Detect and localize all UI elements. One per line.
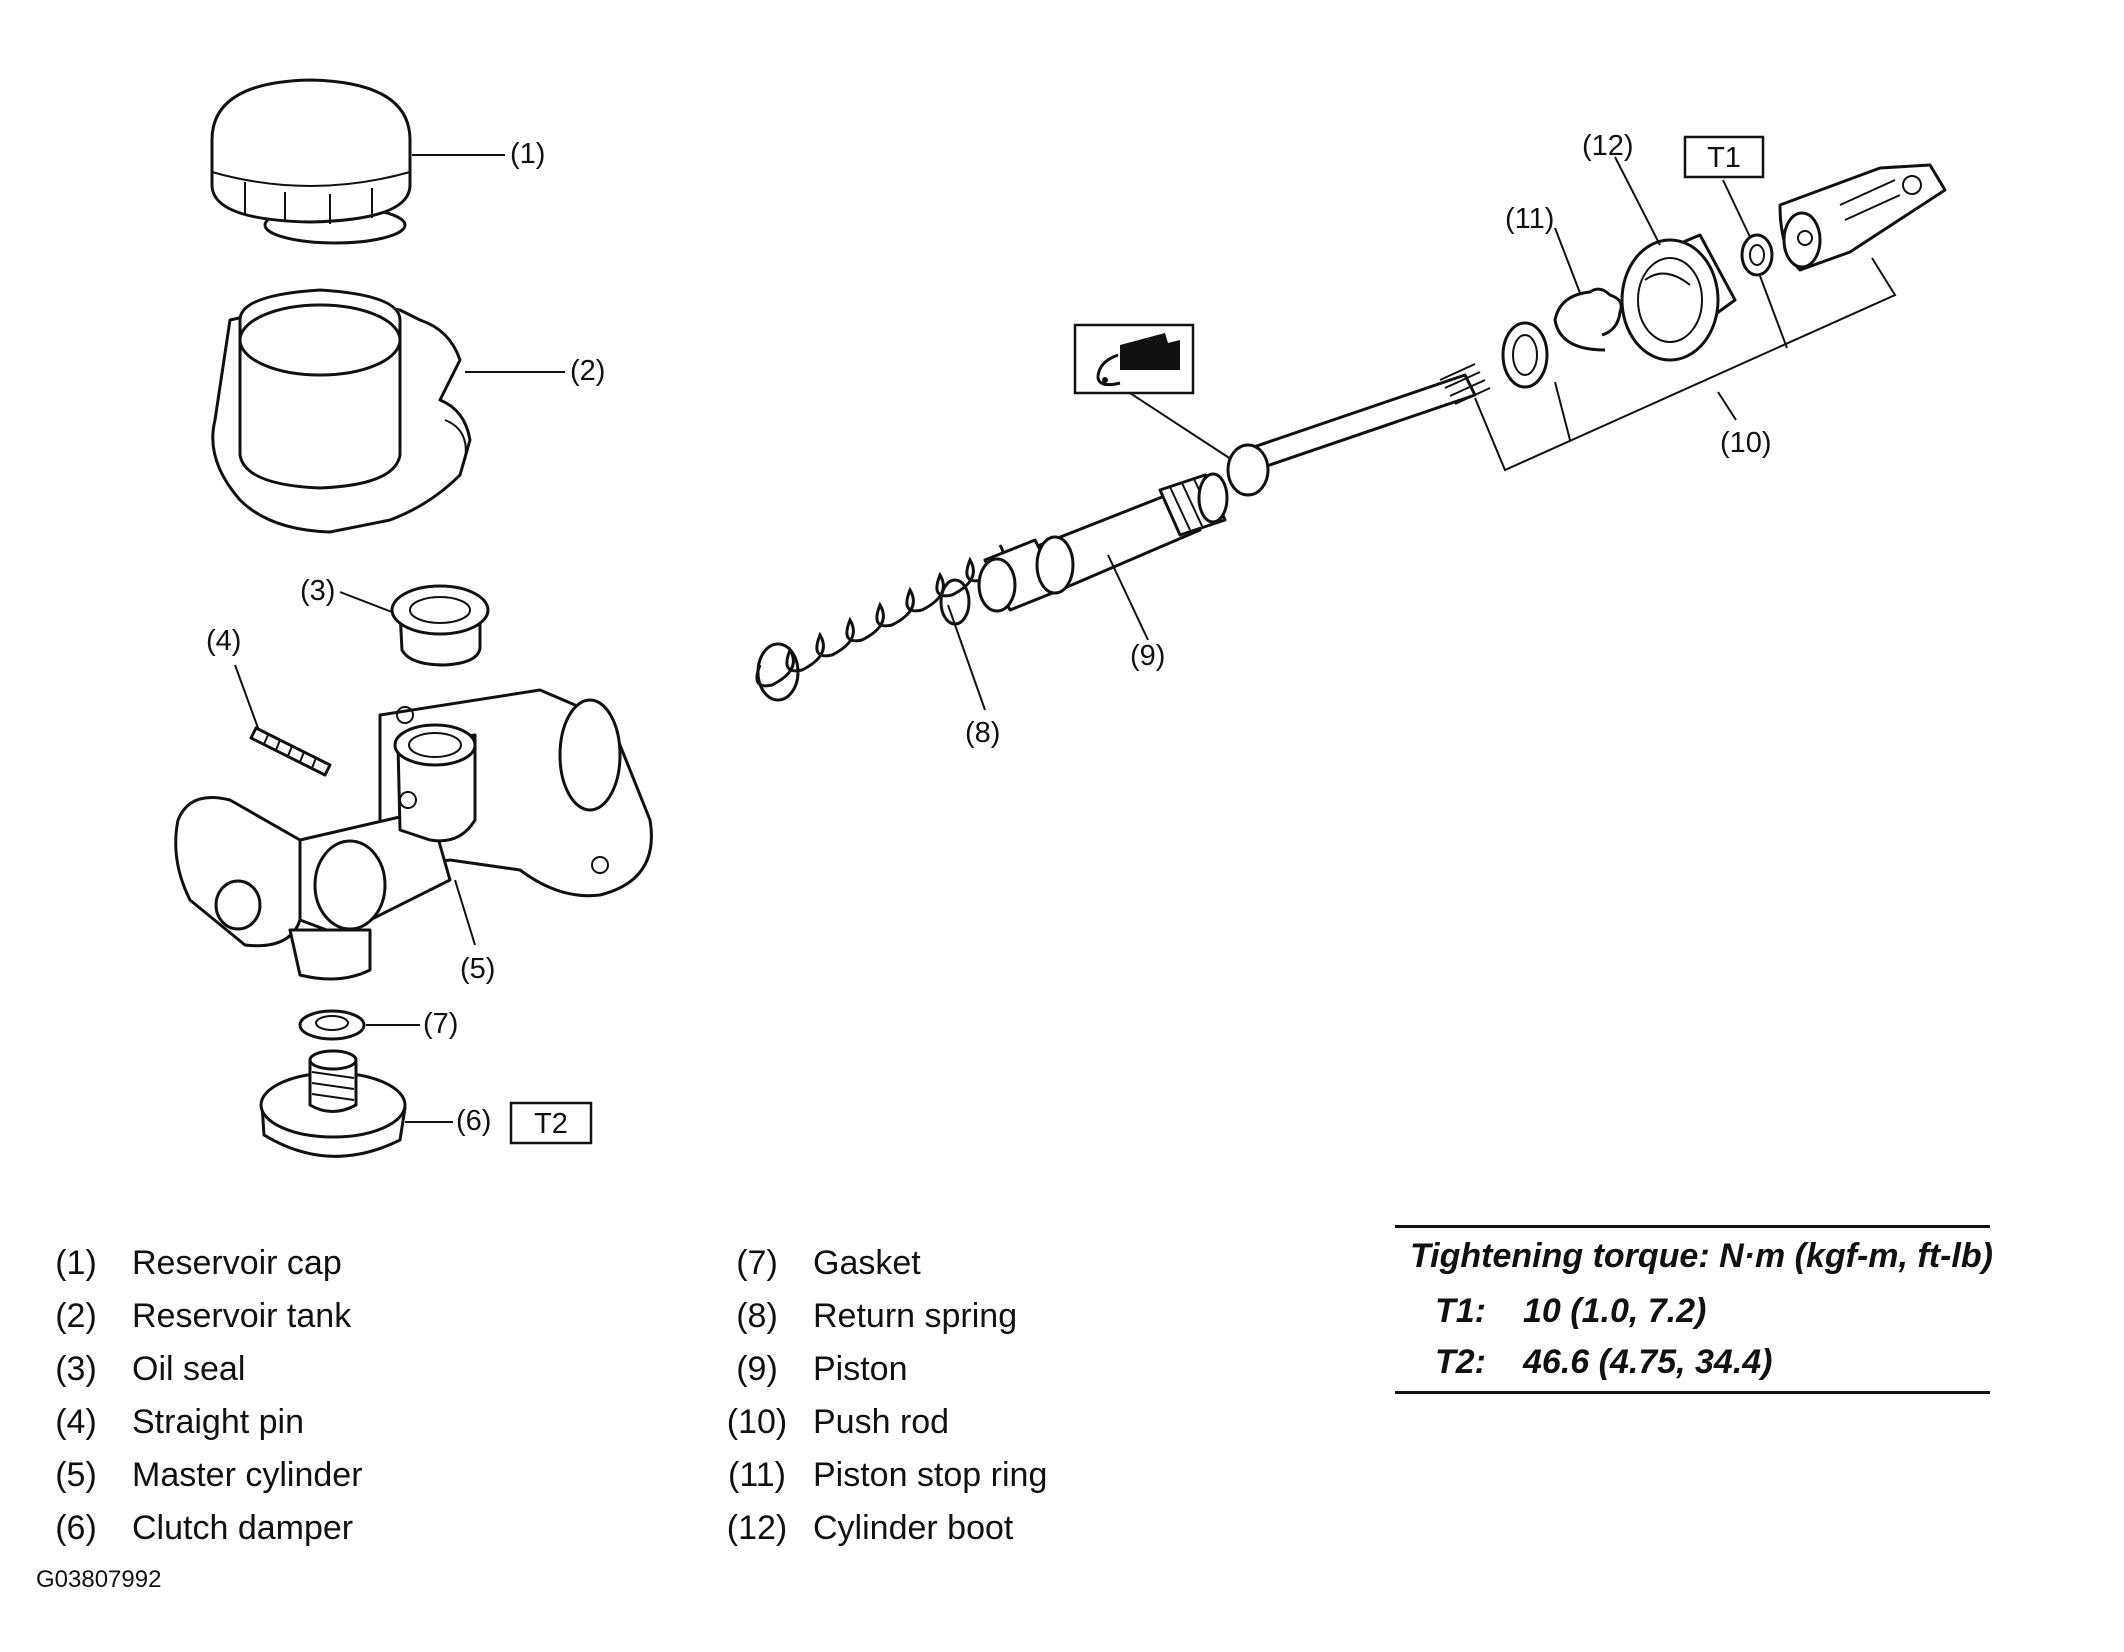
- legend-name: Oil seal: [132, 1350, 246, 1388]
- callout-1: (1): [510, 138, 545, 170]
- legend-name: Push rod: [813, 1403, 950, 1441]
- parts-legend: (1) Reservoir cap (2) Reservoir tank (3)…: [0, 1225, 1400, 1555]
- svg-text:T2: T2: [534, 1108, 568, 1140]
- torque-heading: Tightening torque: N·m (kgf-m, ft-lb): [1410, 1237, 1993, 1275]
- legend-number: (9): [736, 1350, 778, 1388]
- torque-key: T1:: [1435, 1292, 1486, 1330]
- svg-text:T1: T1: [1707, 142, 1741, 174]
- push-rod: [1226, 363, 1491, 497]
- legend-name: Return spring: [813, 1297, 1018, 1335]
- legend-name: Master cylinder: [132, 1456, 363, 1494]
- callout-11: (11): [1505, 203, 1554, 235]
- callout-7: (7): [423, 1008, 458, 1040]
- straight-pin: [249, 726, 332, 777]
- reservoir-cap: [210, 78, 412, 245]
- legend-number: (8): [736, 1297, 778, 1335]
- exploded-diagram: (1) (2) (3) (4) (5): [174, 78, 1947, 1158]
- legend-number: (10): [726, 1403, 788, 1441]
- legend-number: (11): [728, 1456, 786, 1494]
- legend-name: Straight pin: [132, 1403, 304, 1441]
- callout-9: (9): [1130, 640, 1165, 672]
- clevis: [1778, 163, 1947, 272]
- clutch-damper: [259, 1049, 407, 1158]
- legend-number: (7): [736, 1244, 778, 1282]
- callout-8: (8): [965, 717, 1000, 749]
- torque-value: 10 (1.0, 7.2): [1523, 1292, 1707, 1330]
- torque-box-t2: T2: [509, 1101, 593, 1145]
- gasket: [298, 1009, 366, 1041]
- table-rule-bottom: [1395, 1391, 1990, 1394]
- torque-value: 46.6 (4.75, 34.4): [1523, 1343, 1773, 1381]
- legend-name: Piston: [813, 1350, 908, 1388]
- legend-name: Cylinder boot: [813, 1509, 1014, 1547]
- callout-3: (3): [300, 575, 335, 607]
- callout-6: (6): [456, 1105, 491, 1137]
- return-spring: [755, 544, 1005, 702]
- oil-seal: [390, 584, 490, 667]
- grease-applicator-icon: [1073, 323, 1195, 395]
- callout-4: (4): [206, 625, 241, 657]
- cylinder-boot: [1620, 233, 1737, 362]
- reservoir-tank: [211, 288, 472, 534]
- legend-number: (5): [55, 1456, 97, 1494]
- legend-number: (6): [55, 1509, 97, 1547]
- legend-number: (1): [55, 1244, 97, 1282]
- legend-name: Clutch damper: [132, 1509, 354, 1547]
- legend-name: Piston stop ring: [813, 1456, 1048, 1494]
- torque-specification-table: Tightening torque: N·m (kgf-m, ft-lb) T1…: [1395, 1225, 1993, 1405]
- piston: [977, 472, 1229, 613]
- torque-key: T2:: [1435, 1343, 1486, 1381]
- piston-stop-ring: [1553, 287, 1623, 352]
- lock-nut: [1740, 233, 1774, 277]
- table-rule-top: [1395, 1225, 1990, 1228]
- legend-number: (2): [55, 1297, 97, 1335]
- legend-number: (3): [55, 1350, 97, 1388]
- legend-number: (4): [55, 1403, 97, 1441]
- callout-12: (12): [1582, 130, 1634, 162]
- legend-number: (12): [726, 1509, 788, 1547]
- callout-10: (10): [1720, 427, 1772, 459]
- callout-2: (2): [570, 355, 605, 387]
- push-rod-ring: [1501, 321, 1549, 389]
- legend-name: Reservoir tank: [132, 1297, 352, 1335]
- master-cylinder: [174, 688, 653, 981]
- legend-name: Reservoir cap: [132, 1244, 342, 1282]
- legend-name: Gasket: [813, 1244, 921, 1282]
- figure-code: G03807992: [36, 1566, 162, 1593]
- torque-box-t1: T1: [1683, 135, 1765, 179]
- callout-5: (5): [460, 953, 495, 985]
